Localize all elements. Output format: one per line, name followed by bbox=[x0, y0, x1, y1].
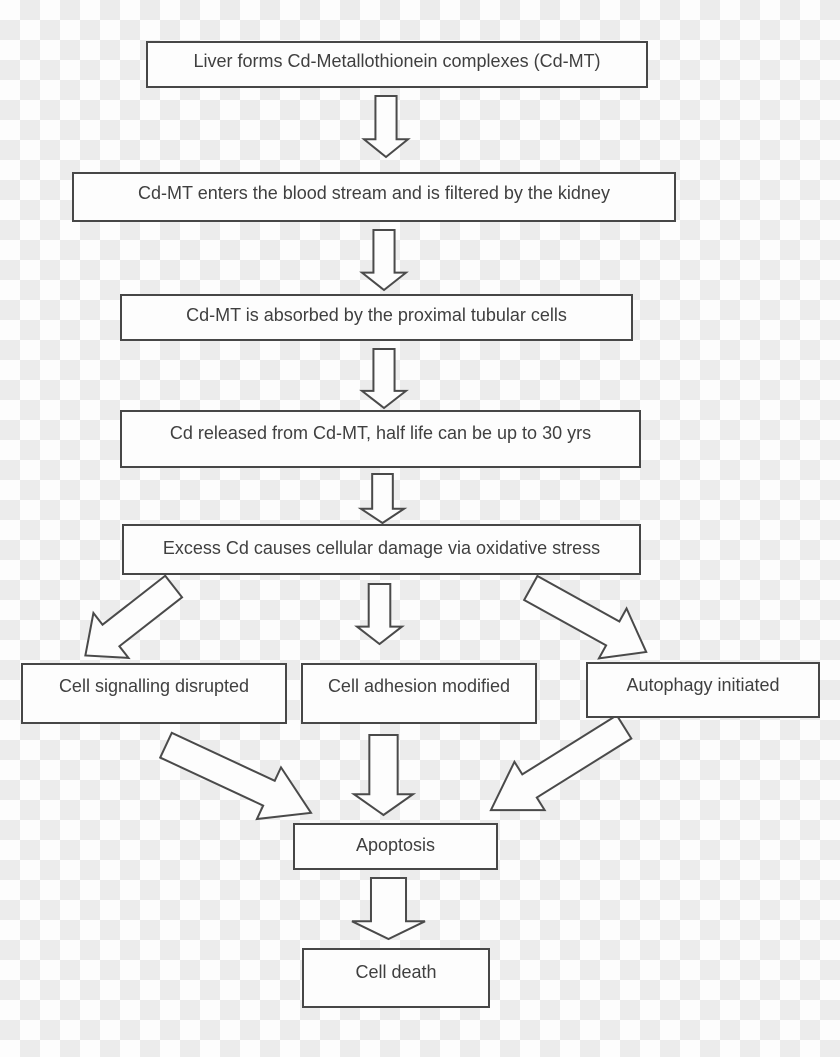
arrow-oxidative-to-autophagy bbox=[517, 563, 660, 677]
flow-box-autophagy: Autophagy initiated bbox=[586, 662, 820, 718]
flow-box-liver: Liver forms Cd-Metallothionein complexes… bbox=[146, 41, 648, 88]
flow-box-oxidative-label: Excess Cd causes cellular damage via oxi… bbox=[162, 538, 601, 558]
flow-box-cell-death: Cell death bbox=[302, 948, 490, 1008]
arrow-liver-to-bloodstream bbox=[364, 96, 408, 157]
flow-box-cell-death-label: Cell death bbox=[355, 962, 437, 982]
flow-box-released: Cd released from Cd-MT, half life can be… bbox=[120, 410, 641, 468]
flow-box-autophagy-label: Autophagy initiated bbox=[626, 675, 780, 695]
flow-box-oxidative: Excess Cd causes cellular damage via oxi… bbox=[122, 524, 641, 575]
arrow-autophagy-to-apoptosis bbox=[476, 703, 639, 835]
flow-box-proximal-label: Cd-MT is absorbed by the proximal tubula… bbox=[186, 305, 567, 325]
arrow-adhesion-to-apoptosis bbox=[354, 735, 413, 815]
flow-box-liver-label: Liver forms Cd-Metallothionein complexes… bbox=[193, 51, 601, 71]
flow-box-bloodstream-label: Cd-MT enters the blood stream and is fil… bbox=[138, 183, 610, 203]
arrow-bloodstream-to-proximal bbox=[362, 230, 406, 290]
flow-box-signalling-label: Cell signalling disrupted bbox=[58, 676, 250, 696]
flow-box-signalling: Cell signalling disrupted bbox=[21, 663, 287, 724]
flow-box-bloodstream: Cd-MT enters the blood stream and is fil… bbox=[72, 172, 676, 222]
arrow-signalling-to-apoptosis bbox=[154, 719, 323, 838]
flow-box-apoptosis-label: Apoptosis bbox=[355, 835, 436, 855]
flow-box-proximal: Cd-MT is absorbed by the proximal tubula… bbox=[120, 294, 633, 341]
arrow-released-to-oxidative bbox=[361, 474, 404, 523]
arrow-apoptosis-to-cell-death bbox=[352, 878, 425, 939]
arrow-proximal-to-released bbox=[362, 349, 406, 408]
arrow-oxidative-to-adhesion bbox=[357, 584, 402, 644]
flow-box-apoptosis: Apoptosis bbox=[293, 823, 498, 870]
flow-box-released-label: Cd released from Cd-MT, half life can be… bbox=[169, 423, 592, 443]
arrow-oxidative-to-signalling bbox=[68, 564, 191, 678]
flow-box-adhesion: Cell adhesion modified bbox=[301, 663, 537, 724]
flow-box-adhesion-label: Cell adhesion modified bbox=[327, 676, 511, 696]
